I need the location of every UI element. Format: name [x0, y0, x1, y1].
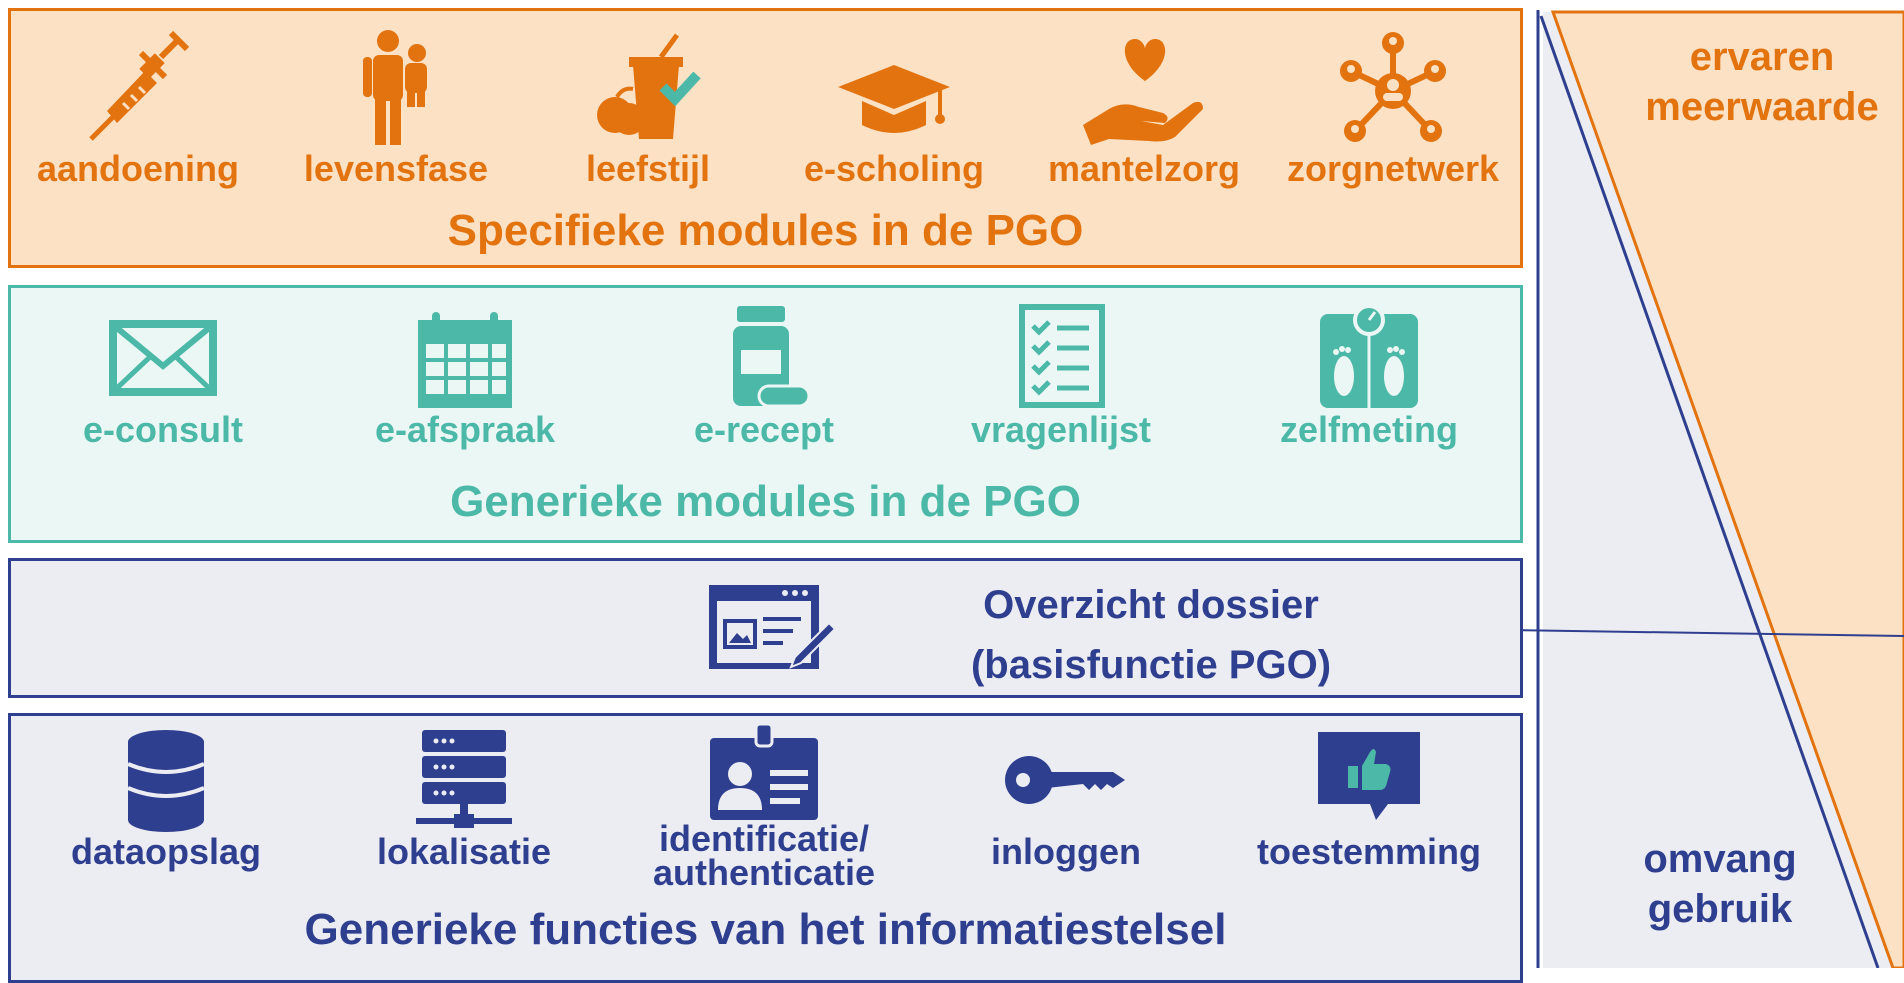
- usage-label: omvang gebruik: [1620, 834, 1820, 934]
- function-label: lokalisatie: [376, 831, 552, 872]
- function-label-2: authenticatie: [652, 852, 876, 893]
- specific-modules-title: Specifieke modules in de PGO: [447, 206, 1084, 255]
- value-label: ervaren meerwaarde: [1612, 32, 1904, 132]
- module-label: e-recept: [693, 409, 835, 450]
- value-label-line-1: ervaren: [1689, 35, 1835, 79]
- graduation-cap-icon: [838, 65, 950, 133]
- module-label: mantelzorg: [1047, 148, 1241, 189]
- function-identificatie: identificatie/ authenticatie: [644, 724, 884, 893]
- function-inloggen: inloggen: [946, 728, 1186, 872]
- overview-line-2: (basisfunctie PGO): [970, 643, 1332, 687]
- module-aandoening: aandoening: [18, 29, 258, 189]
- generic-modules-title: Generieke modules in de PGO: [450, 477, 1081, 526]
- module-e-consult: e-consult: [43, 310, 283, 450]
- checklist-icon: [1019, 304, 1105, 408]
- heart-hand-icon: [1083, 39, 1203, 145]
- key-icon: [1005, 756, 1125, 804]
- id-badge-icon: [710, 724, 818, 820]
- document-edit-icon: [709, 585, 837, 669]
- module-label: e-scholing: [803, 148, 985, 189]
- scale-icon: [1320, 304, 1418, 408]
- usage-triangle-diagonal: [1539, 15, 1880, 968]
- overview-title: Overzicht dossier (basisfunctie PGO): [951, 575, 1351, 695]
- parent-child-icon: [363, 30, 427, 145]
- module-leefstijl: leefstijl: [528, 29, 768, 189]
- module-zorgnetwerk: zorgnetwerk: [1273, 29, 1513, 189]
- functions-band: dataopslag lokalisatie: [8, 713, 1523, 983]
- function-dataopslag: dataopslag: [46, 728, 286, 872]
- specific-modules-band: aandoening levensfase: [8, 8, 1523, 268]
- usage-label-line-2: gebruik: [1647, 887, 1793, 931]
- usage-label-line-1: omvang: [1643, 837, 1797, 881]
- generic-modules-band: e-consult e-afspraak e-recept: [8, 285, 1523, 543]
- module-e-afspraak: e-afspraak: [345, 310, 585, 450]
- module-label: leefstijl: [585, 148, 711, 189]
- healthy-food-check-icon: [597, 33, 701, 139]
- envelope-icon: [109, 320, 217, 396]
- medicine-bottle-icon: [733, 306, 811, 408]
- value-triangle: [1550, 10, 1904, 968]
- overview-band: Overzicht dossier (basisfunctie PGO): [8, 558, 1523, 698]
- module-e-scholing: e-scholing: [774, 29, 1014, 189]
- network-icon: [1340, 32, 1446, 142]
- module-label: zelfmeting: [1279, 409, 1458, 450]
- value-label-line-2: meerwaarde: [1645, 85, 1879, 129]
- module-zelfmeting: zelfmeting: [1249, 302, 1489, 450]
- function-toestemming: toestemming: [1249, 728, 1489, 872]
- module-label: vragenlijst: [970, 409, 1152, 450]
- module-label: zorgnetwerk: [1286, 148, 1500, 189]
- database-icon: [127, 730, 205, 832]
- module-label: levensfase: [303, 148, 489, 189]
- function-label: identificatie/: [658, 818, 870, 859]
- module-vragenlijst: vragenlijst: [941, 302, 1181, 450]
- module-label: e-afspraak: [374, 409, 556, 450]
- calendar-icon: [418, 312, 512, 408]
- function-label: inloggen: [991, 831, 1141, 872]
- module-e-recept: e-recept: [644, 302, 884, 450]
- overview-line-1: Overzicht dossier: [983, 583, 1319, 627]
- thumbs-up-bubble-icon: [1318, 732, 1420, 820]
- module-label: e-consult: [82, 409, 243, 450]
- function-label: toestemming: [1256, 831, 1482, 872]
- module-levensfase: levensfase: [276, 29, 516, 189]
- module-mantelzorg: mantelzorg: [1024, 29, 1264, 189]
- syringe-icon: [89, 30, 190, 141]
- functions-title: Generieke functies van het informatieste…: [304, 905, 1227, 954]
- function-lokalisatie: lokalisatie: [344, 728, 584, 872]
- function-label: dataopslag: [70, 831, 262, 872]
- module-label: aandoening: [36, 148, 239, 189]
- server-icon: [416, 730, 512, 828]
